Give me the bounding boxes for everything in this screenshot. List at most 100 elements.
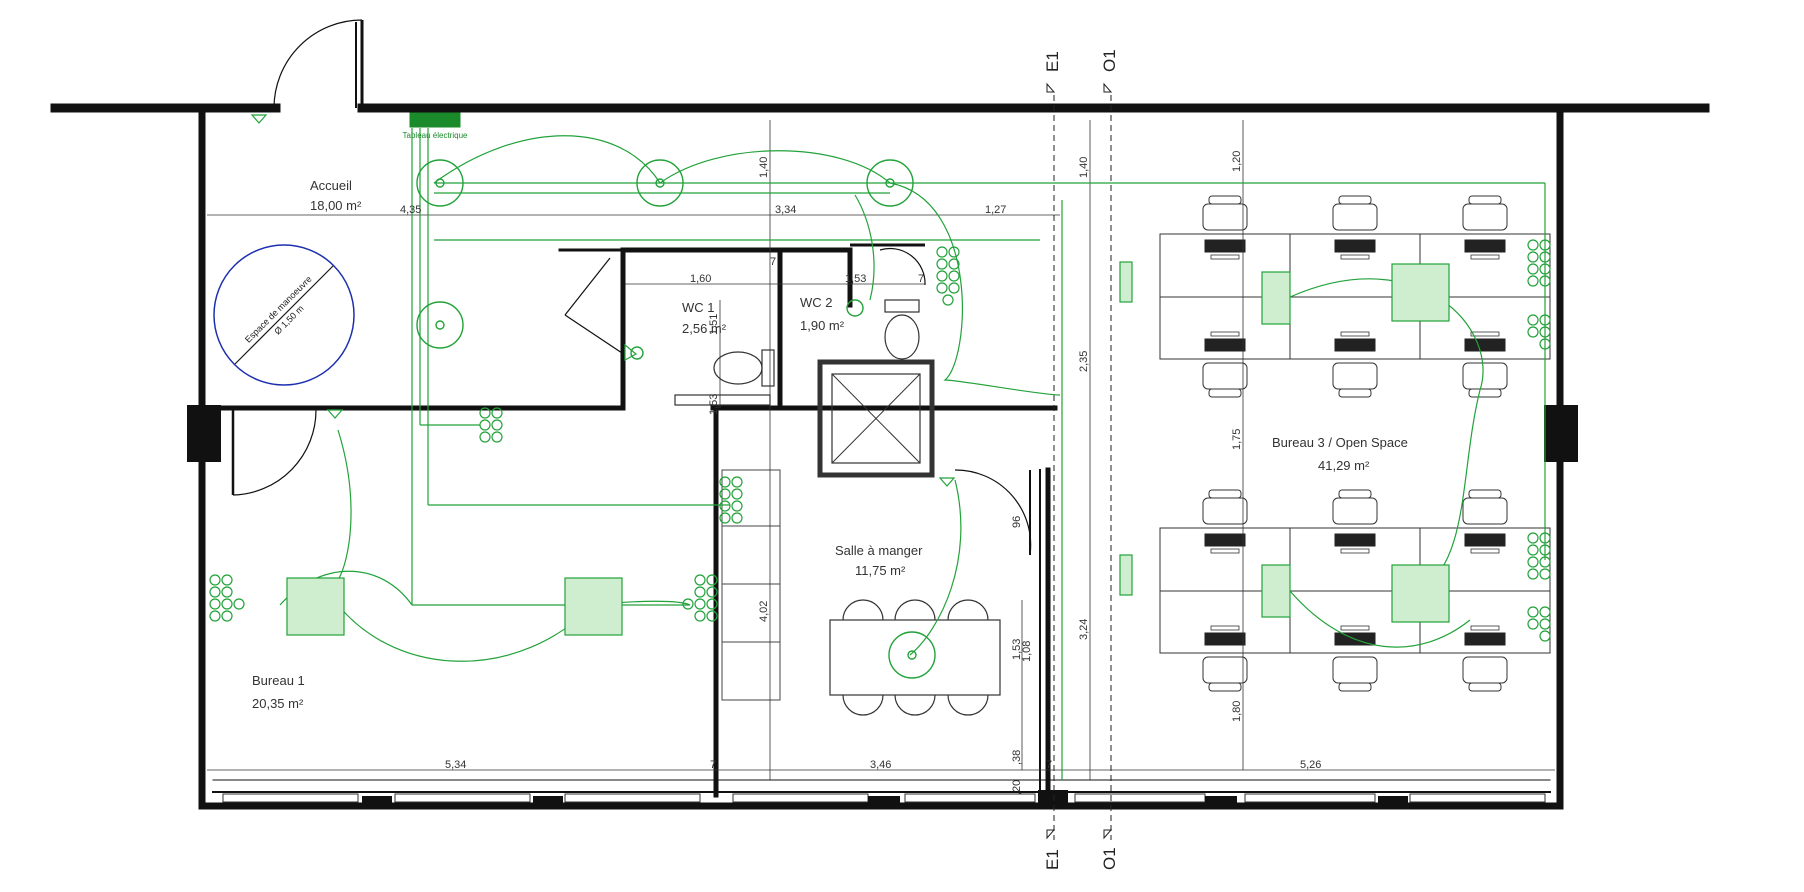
keyboard [1470, 331, 1500, 337]
ceiling-panel [286, 577, 345, 636]
chair [947, 694, 989, 716]
shaft-outer [817, 359, 935, 478]
cabinet [721, 641, 781, 701]
outlet-icon [948, 246, 960, 258]
workstation [1462, 625, 1508, 692]
dim-label: 3,24 [1078, 619, 1090, 640]
monitor [1464, 632, 1506, 646]
switches [250, 114, 956, 487]
outlet-icon [1539, 606, 1551, 618]
outlet-icon [1539, 630, 1551, 642]
light-fixture [636, 159, 684, 207]
outlet-icon [942, 294, 954, 306]
keyboard [1210, 548, 1240, 554]
mullion [362, 796, 392, 808]
chair-back [1338, 195, 1372, 205]
keyboard [1470, 625, 1500, 631]
wire-arc [889, 182, 1061, 396]
room-name-salle: Salle à manger [835, 543, 923, 558]
wc1-toilet-tank [761, 349, 775, 387]
light-fixture-center [655, 178, 665, 188]
ceiling-panel [1261, 564, 1291, 618]
outlet-icon [479, 431, 491, 443]
room-area-wc2: 1,90 m² [800, 318, 845, 333]
light-fixture [888, 631, 936, 679]
outlet-icon [1539, 251, 1551, 263]
outlet-icon [694, 598, 706, 610]
outlet-icon [1527, 606, 1539, 618]
room-area-accueil: 18,00 m² [310, 198, 362, 213]
west-door [231, 408, 317, 496]
outlet-icon [1539, 314, 1551, 326]
light-fixture [866, 159, 914, 207]
section-e1-top: E1 [1043, 51, 1062, 72]
keyboard [1470, 254, 1500, 260]
outlet-icon [209, 574, 221, 586]
outlet-icon [209, 586, 221, 598]
switch-icon [938, 477, 956, 487]
wire-arc [854, 194, 875, 301]
dimension-lines [207, 120, 1555, 780]
outlet-icon [1539, 239, 1551, 251]
dim-label: ,38 [1011, 750, 1023, 765]
outlet-icon [936, 270, 948, 282]
dim-label: 1,53 [1011, 639, 1023, 660]
dining-table [829, 619, 1001, 696]
dim-label: 96 [1011, 516, 1023, 528]
outlet-icon [1539, 338, 1551, 350]
window [732, 793, 869, 803]
light-fixture-small [846, 299, 864, 317]
dim-label: 7 [770, 256, 776, 268]
section-arrow [1103, 82, 1113, 93]
room-labels: Accueil 18,00 m² WC 1 2,56 m² WC 2 1,90 … [252, 178, 1408, 711]
room-name-accueil: Accueil [310, 178, 352, 193]
chair [894, 694, 936, 716]
dim-label: 3,34 [775, 204, 796, 216]
entrance-door-swing [273, 19, 363, 109]
chair-back [1338, 388, 1372, 398]
columns [187, 405, 1578, 808]
window [564, 793, 701, 803]
monitor [1334, 533, 1376, 547]
column-east [1544, 405, 1578, 462]
west-door-swing [232, 409, 317, 496]
outlet-icon [948, 270, 960, 282]
workstation [1332, 489, 1378, 554]
keyboard [1470, 548, 1500, 554]
wire-arc [337, 429, 352, 581]
dim-label: 5,34 [445, 759, 466, 771]
elevator-shaft [817, 359, 935, 478]
entrance-door [273, 19, 364, 109]
dim-label: 1,27 [985, 204, 1006, 216]
room-area-wc1: 2,56 m² [682, 321, 727, 336]
dimension-labels: 4,35 3,34 1,27 1,60 1,53 5,34 3,46 5,26 … [400, 151, 1321, 795]
room-name-wc1: WC 1 [682, 300, 715, 315]
dim-label: 1,60 [690, 273, 711, 285]
dim-label: 7 [918, 273, 924, 285]
dim-label: 1,08 [1021, 641, 1033, 662]
window [1074, 793, 1206, 803]
outlet-icon [1539, 556, 1551, 568]
outlet-icon [221, 598, 233, 610]
switch-icon [326, 409, 344, 419]
workstation [1332, 195, 1378, 260]
wire-arc [433, 135, 661, 184]
dim-label: 1,80 [1231, 701, 1243, 722]
room-area-salle: 11,75 m² [855, 563, 906, 578]
electrical-panel-label: Tableau électrique [403, 131, 468, 140]
wc1-door-leaf-2 [564, 314, 626, 356]
outlet-icon [1539, 544, 1551, 556]
ceiling-panel [564, 577, 623, 636]
outlet-icon [1527, 556, 1539, 568]
kitchen-units [721, 469, 781, 701]
outlet-icon [1527, 239, 1539, 251]
section-arrows [1046, 82, 1113, 840]
section-e1-bottom: E1 [1043, 849, 1062, 870]
dim-label: 4,35 [400, 204, 421, 216]
window-mullions [362, 796, 1408, 808]
chair [842, 694, 884, 716]
outlet-icon [1539, 532, 1551, 544]
room-area-bureau3: 41,29 m² [1318, 458, 1370, 473]
dim-label: 7 [1046, 759, 1052, 771]
